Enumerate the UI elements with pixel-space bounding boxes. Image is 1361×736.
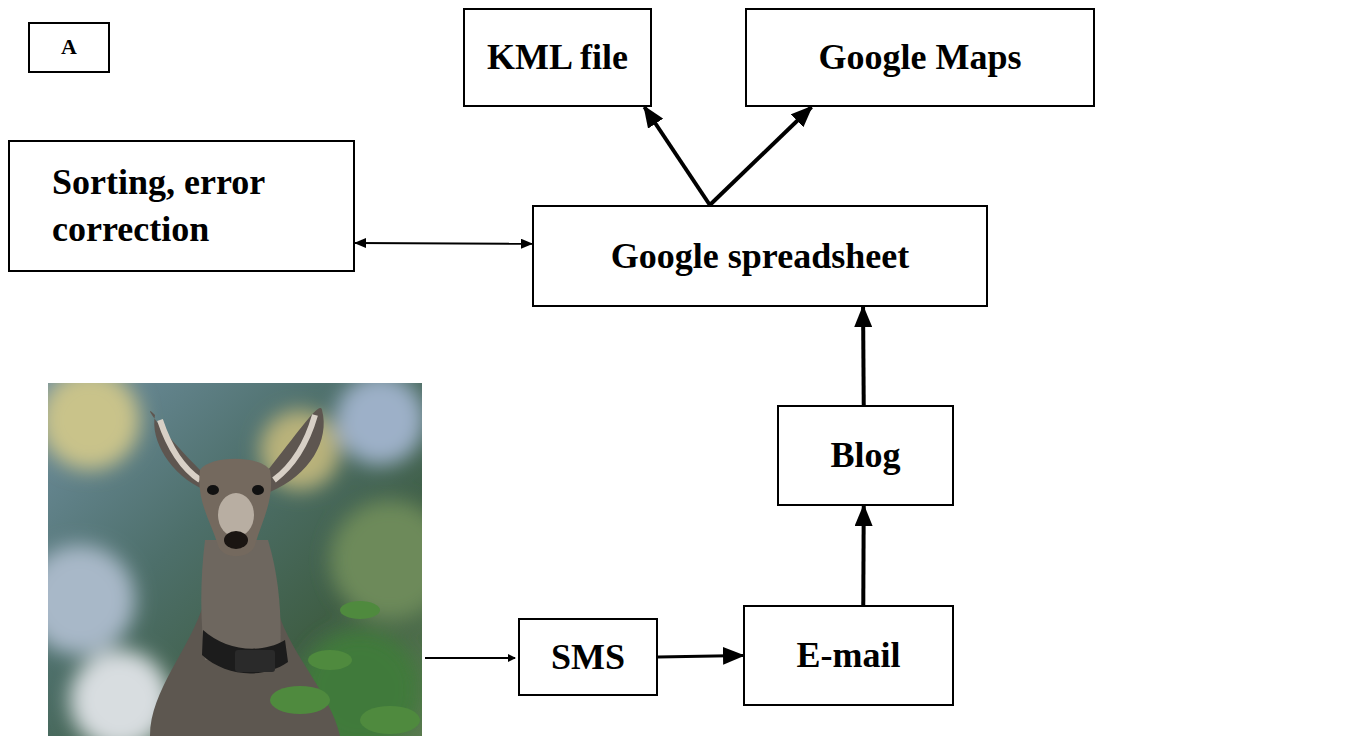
box-label: Google Maps xyxy=(819,34,1022,81)
box-label: Google spreadsheet xyxy=(611,233,909,280)
flow-arrow xyxy=(644,107,709,205)
flow-arrow xyxy=(710,107,812,205)
flow-arrow xyxy=(861,506,865,605)
photo xyxy=(48,383,422,736)
box-label: Blog xyxy=(830,432,900,479)
box-label: A xyxy=(61,33,77,62)
box-label: E-mail xyxy=(797,632,901,679)
process-box: SMS xyxy=(518,618,658,696)
process-box: Google Maps xyxy=(745,8,1095,107)
panel-letter-box: A xyxy=(28,22,110,73)
process-box: Google spreadsheet xyxy=(532,205,988,307)
process-box: Blog xyxy=(777,405,954,506)
box-label: Sorting, error correction xyxy=(52,159,322,253)
flow-arrow xyxy=(861,307,866,405)
box-label: SMS xyxy=(551,634,625,681)
process-box: Sorting, error correction xyxy=(8,140,355,272)
flow-arrow xyxy=(355,242,532,245)
signal-arrow xyxy=(425,657,515,659)
flow-arrow xyxy=(658,656,743,658)
process-box: KML file xyxy=(463,8,652,107)
box-label: KML file xyxy=(487,34,628,81)
process-box: E-mail xyxy=(743,605,954,706)
